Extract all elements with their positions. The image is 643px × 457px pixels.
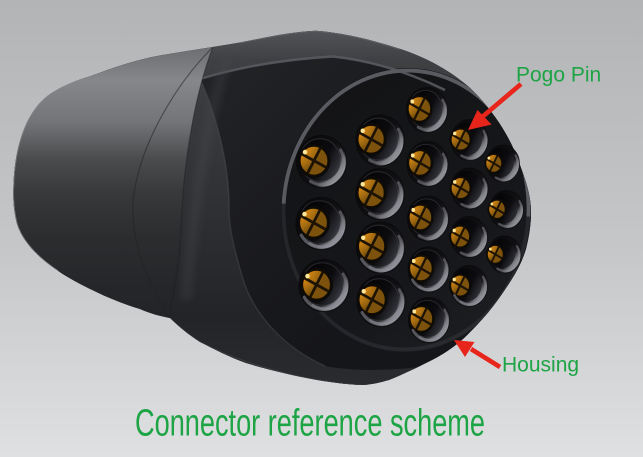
svg-text:Housing: Housing bbox=[502, 354, 579, 377]
svg-text:Pogo Pin: Pogo Pin bbox=[516, 64, 601, 87]
svg-text:Connector reference scheme: Connector reference scheme bbox=[135, 403, 485, 445]
